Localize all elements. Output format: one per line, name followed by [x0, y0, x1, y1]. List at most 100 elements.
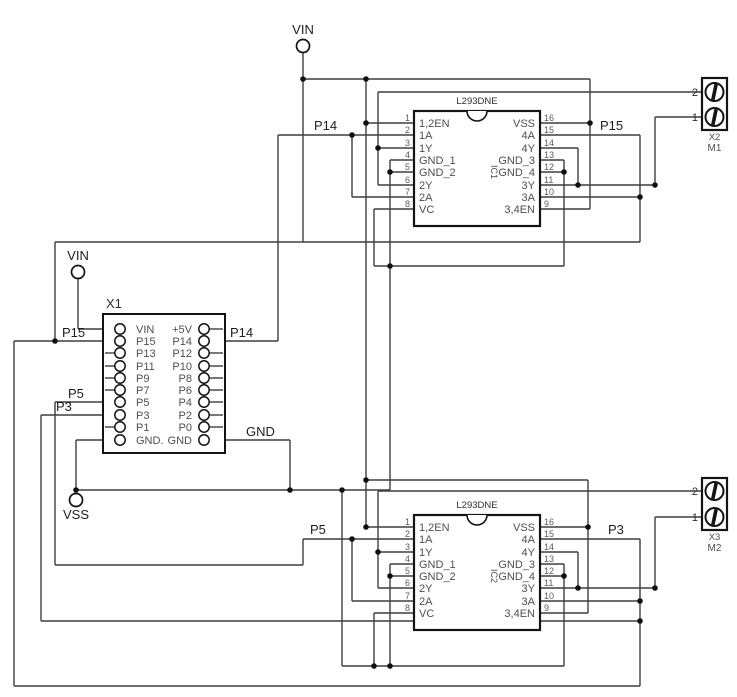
supply-label: VSS [63, 507, 89, 522]
header-pin-name: P0 [179, 422, 192, 434]
junction-dot [339, 487, 345, 493]
header-pin-name: P10 [172, 361, 192, 373]
junction-dot [637, 618, 643, 624]
terminal-pin-number: 2 [692, 486, 698, 498]
junction-dot [561, 169, 567, 175]
pin-name: 3A [522, 596, 536, 608]
header-pin[interactable] [198, 347, 210, 359]
pin-name: 2Y [419, 583, 433, 595]
pin-number: 10 [544, 591, 554, 601]
pin-name: 4Y [522, 547, 536, 559]
header-pin[interactable] [198, 384, 210, 396]
pin-number: 5 [405, 162, 410, 172]
net-label: P3 [56, 399, 72, 414]
pin-number: 4 [405, 150, 410, 160]
pin-number: 13 [544, 150, 554, 160]
header-pin-name: P9 [136, 373, 149, 385]
ic-value-label: L293DNE [456, 500, 497, 511]
header-pin[interactable] [114, 409, 126, 421]
header-pin-name: P12 [172, 348, 192, 360]
screw-slot-icon [711, 482, 718, 500]
header-pin[interactable] [198, 360, 210, 372]
ic-body[interactable] [412, 109, 542, 228]
vss-supply[interactable]: VSS [63, 492, 89, 523]
terminal-pin-number: 1 [692, 112, 698, 124]
pin-number: 6 [405, 578, 410, 588]
header-pin-name: P13 [136, 348, 156, 360]
pin-name: 2Y [419, 180, 433, 192]
pin-name: 2A [419, 596, 433, 608]
pin-name: 4A [522, 534, 536, 546]
pin-name: GND_2 [419, 571, 456, 583]
net-label: P3 [608, 522, 624, 537]
pin-name: 3A [522, 192, 536, 204]
junction-dot [287, 487, 293, 493]
header-pin[interactable] [114, 372, 126, 384]
junction-dot [363, 120, 369, 126]
header-pin-name: P11 [136, 361, 155, 373]
header-pin-name: P1 [136, 422, 149, 434]
header-pin[interactable] [114, 347, 126, 359]
pin-name: 3Y [522, 180, 536, 192]
terminal-motor-label: M1 [708, 143, 722, 154]
pin-number: 11 [544, 578, 553, 588]
vin-supply-x1[interactable]: VIN [67, 248, 89, 280]
junction-dot [587, 120, 593, 126]
header-pin[interactable] [114, 384, 126, 396]
header-pin-name: VIN [136, 324, 154, 336]
junction-dot [363, 524, 369, 530]
header-pin[interactable] [198, 396, 210, 408]
supply-circle [70, 264, 86, 280]
header-pin[interactable] [198, 323, 210, 335]
terminal-motor-label: M2 [708, 543, 722, 554]
header-pin[interactable] [114, 360, 126, 372]
pin-number: 7 [405, 591, 410, 601]
header-pin[interactable] [114, 323, 126, 335]
header-pin[interactable] [198, 421, 210, 433]
pin-number: 13 [544, 554, 554, 564]
junction-dot [73, 487, 79, 493]
header-pin[interactable] [198, 409, 210, 421]
junction-dot [371, 663, 377, 669]
junction-dot [637, 598, 643, 604]
pin-name: 1,2EN [419, 522, 450, 534]
net-label: P15 [600, 118, 623, 133]
header-pin[interactable] [198, 372, 210, 384]
pin-name: VSS [513, 118, 535, 130]
supply-label: VIN [67, 248, 89, 263]
junction-dot [375, 145, 381, 151]
pin-number: 16 [544, 113, 554, 123]
pin-number: 14 [544, 542, 554, 552]
pin-name: GND_3 [498, 559, 535, 571]
header-pin[interactable] [114, 434, 126, 446]
header-pin[interactable] [114, 421, 126, 433]
header-pin[interactable] [198, 434, 210, 446]
ic-body[interactable] [412, 513, 542, 632]
wires-layer [13, 53, 706, 687]
header-pin[interactable] [198, 335, 210, 347]
header-pin[interactable] [114, 396, 126, 408]
pin-name: 3,4EN [504, 608, 535, 620]
junction-dot [387, 169, 393, 175]
terminal-ref-label: X3 [709, 532, 721, 543]
pin-number: 16 [544, 517, 554, 527]
pin-name: 1A [419, 130, 433, 142]
pin-name: 1,2EN [419, 118, 450, 130]
pin-name: 4Y [522, 143, 536, 155]
junction-dot [387, 663, 393, 669]
pin-number: 9 [544, 199, 549, 209]
pin-name: GND_1 [419, 559, 456, 571]
junctions-layer [52, 76, 658, 669]
pin-name: VC [419, 608, 434, 620]
header-pin[interactable] [114, 335, 126, 347]
header-pin-name: +5V [172, 324, 193, 336]
junction-dot [363, 477, 369, 483]
header-pin-name: GND [168, 435, 193, 447]
vin-supply-top[interactable]: VIN [292, 22, 314, 54]
